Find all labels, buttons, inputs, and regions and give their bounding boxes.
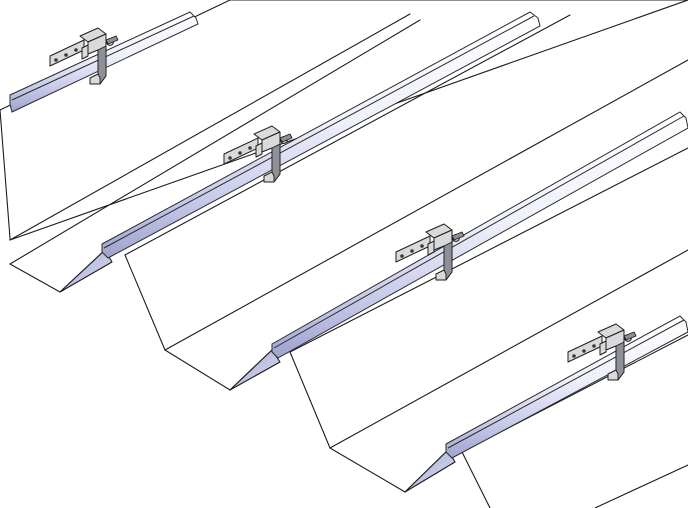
rib-shade-3 <box>404 449 456 493</box>
rib-shade-1 <box>59 249 113 293</box>
rail-2 <box>101 11 541 259</box>
rail-4 <box>445 315 688 459</box>
rail-3 <box>271 111 688 359</box>
rib-shade-2 <box>229 349 281 391</box>
